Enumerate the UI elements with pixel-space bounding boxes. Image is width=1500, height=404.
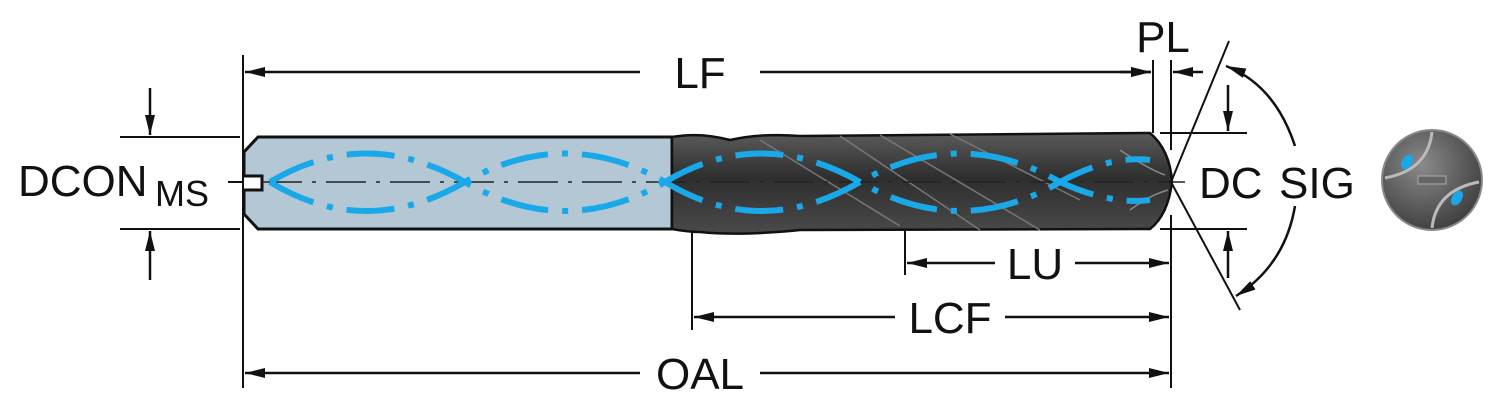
oal-label: OAL (656, 350, 744, 399)
lcf-dimension: LCF (694, 294, 1169, 343)
sig-angle-dimension: SIG (1170, 40, 1355, 311)
sig-label: SIG (1279, 159, 1355, 208)
lu-label: LU (1007, 240, 1063, 289)
drill-fluted-body (670, 131, 1174, 235)
dcon-subscript: MS (155, 173, 209, 214)
oal-dimension: OAL (245, 350, 1169, 399)
dc-label: DC (1199, 159, 1263, 208)
lf-label: LF (674, 49, 725, 98)
pl-label: PL (1136, 13, 1190, 62)
dcon-label: DCON (18, 157, 148, 206)
drill-end-view (1381, 129, 1483, 231)
dc-dimension: DC (1199, 85, 1263, 278)
dcon-ms-dimension: DCON MS (18, 88, 244, 280)
lf-dimension: LF (245, 49, 1151, 98)
coolant-channels (268, 150, 1151, 214)
lu-dimension: LU (907, 240, 1169, 289)
pl-dimension: PL (1120, 13, 1203, 77)
lcf-label: LCF (908, 294, 991, 343)
